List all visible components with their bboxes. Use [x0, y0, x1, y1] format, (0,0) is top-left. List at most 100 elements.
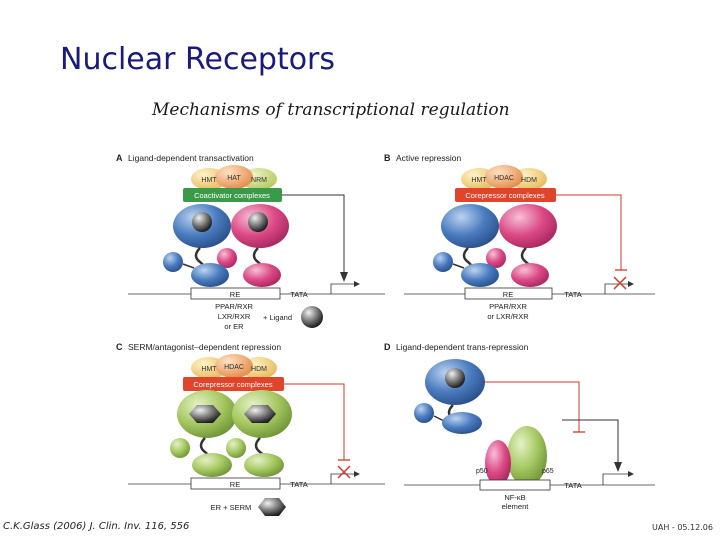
panel-c-left-dbd [192, 453, 232, 477]
panel-b-blue-nterm [433, 252, 453, 272]
panel-d-activation-arrow [562, 419, 619, 466]
panel-b-receptor-line-1: PPAR/RXR [489, 302, 527, 311]
panel-d-p65-label: p65 [542, 468, 554, 475]
panel-d: D Ligand-dependent trans-repression p50 … [384, 342, 655, 511]
panel-c-corepressor-box [183, 377, 284, 391]
panel-d-tata-label: TATA [564, 481, 582, 490]
panel-a-enzyme-3: NRM [251, 177, 267, 184]
panel-b-repression-line [556, 194, 622, 270]
panel-c-re-box [190, 477, 281, 490]
panel-c-right-dbd [244, 453, 284, 477]
panel-d-tss-arrow [602, 473, 630, 485]
panel-a-re-box [190, 287, 281, 300]
panel-d-dbd [442, 412, 482, 434]
panel-c-enzyme-3: HDM [251, 366, 267, 373]
panel-c-re-label: RE [230, 480, 240, 489]
panel-c-letter: C [116, 342, 123, 352]
panel-b-receptor-pink-ligand-domain [499, 204, 557, 248]
panel-c-heading: SERM/antagonist–dependent repression [128, 342, 281, 352]
panel-c-left-nterm [170, 438, 190, 458]
slide-title: Nuclear Receptors [60, 42, 336, 77]
panel-a-pink-nterm [217, 248, 237, 268]
panel-c-tss-arrow [330, 473, 356, 484]
panel-a-blue-dbd [191, 263, 229, 287]
panel-a-enzyme-2: HAT [227, 175, 241, 182]
panel-b-pink-nterm [486, 248, 506, 268]
panel-d-p50 [485, 440, 511, 486]
panel-b-receptor-blue-ligand-domain [441, 204, 499, 248]
panel-b-receptor-line-2: or LXR/RXR [487, 312, 529, 321]
panel-b-complex-label: Corepressor complexes [465, 191, 544, 200]
panel-b-blue-linker [452, 263, 465, 269]
panel-a-receptor-line-3: or ER [224, 322, 244, 331]
panel-d-p65 [507, 426, 547, 486]
citation: C.K.Glass (2006) J. Clin. Inv. 116, 556 [3, 521, 190, 532]
panel-b-letter: B [384, 153, 391, 163]
panel-d-heading: Ligand-dependent trans-repression [396, 342, 529, 352]
panel-a-pink-dbd [243, 263, 281, 287]
panel-d-ligand [445, 368, 465, 388]
panel-b-tata-label: TATA [564, 290, 582, 299]
panel-c-complex-label: Corepressor complexes [193, 380, 272, 389]
panel-d-element-line-1: NF-κB [504, 493, 525, 502]
panel-a-complex-label: Coactivator complexes [194, 191, 270, 200]
panel-d-element-line-2: element [502, 502, 530, 511]
slide-subtitle: Mechanisms of transcriptional regulation [152, 100, 510, 120]
panel-d-element-box [479, 479, 551, 491]
panel-a-letter: A [116, 153, 123, 163]
panel-b-enzyme-2: HDAC [494, 175, 514, 182]
panel-a-tss-head [354, 281, 360, 287]
panel-b-heading: Active repression [396, 153, 461, 163]
panel-b-block-x-2 [613, 276, 627, 290]
panel-b-re-box [464, 287, 553, 300]
panel-b-re-label: RE [503, 290, 513, 299]
panel-b-pink-dbd [511, 263, 549, 287]
panel-d-nterm [414, 403, 434, 423]
panel-d-tss-head [628, 471, 634, 477]
panel-b-blue-dbd [461, 263, 499, 287]
panel-d-linker [433, 415, 445, 422]
panel-b-enzyme-1: HMT [471, 177, 487, 184]
panel-c-enzyme-1: HMT [201, 366, 217, 373]
panel-c-repression-line [284, 383, 345, 460]
panel-d-arrowhead [614, 462, 622, 472]
panel-a-blue-nterm [163, 252, 183, 272]
panel-a-receptor-line-1: PPAR/RXR [215, 302, 253, 311]
panel-a-blue-linker [182, 263, 195, 269]
panel-b: B Active repression HMT HDAC HDM Corepre… [384, 153, 655, 321]
panel-a-receptor-line-2: LXR/RXR [218, 312, 251, 321]
panel-c-serm-left [189, 405, 221, 423]
panel-a-arrowhead [340, 272, 348, 282]
panel-a: A Ligand-dependent transactivation HMT H… [116, 153, 385, 331]
panel-a-tata-label: TATA [290, 290, 308, 299]
panel-c-serm-key [258, 498, 286, 516]
panel-c: C SERM/antagonist–dependent repression H… [116, 342, 385, 516]
panel-b-enzyme-3: HDM [521, 177, 537, 184]
panel-b-tss-head [628, 281, 634, 287]
panel-c-hdac-enzyme [215, 354, 253, 378]
panel-a-ligand-pink [248, 212, 268, 232]
panel-b-corepressor-box [455, 188, 556, 202]
panel-a-hat-enzyme [215, 165, 253, 189]
panel-a-heading: Ligand-dependent transactivation [128, 153, 254, 163]
panel-a-re-label: RE [230, 290, 240, 299]
slide-id: UAH - 05.12.06 [652, 523, 713, 532]
panel-a-ligand-label: + Ligand [263, 313, 292, 322]
panel-a-ligand-blue [192, 212, 212, 232]
panel-c-right-nterm [226, 438, 246, 458]
panel-a-coactivator-box [183, 188, 282, 202]
panel-c-enzyme-2: HDAC [224, 364, 244, 371]
panel-d-repression-line [485, 381, 580, 432]
panel-c-tss-head [354, 471, 360, 477]
panel-a-enzyme-1: HMT [201, 177, 217, 184]
panel-d-p50-label: p50 [476, 468, 488, 475]
panel-d-letter: D [384, 342, 391, 352]
panel-a-ligand-key [301, 306, 323, 328]
panel-c-block-x-2 [337, 465, 351, 479]
panel-b-hdac-enzyme [485, 165, 523, 189]
panel-c-tata-label: TATA [290, 480, 308, 489]
panel-a-tss-arrow [330, 283, 356, 294]
panel-c-serm-right [244, 405, 276, 423]
panel-a-activation-arrow [282, 194, 345, 276]
